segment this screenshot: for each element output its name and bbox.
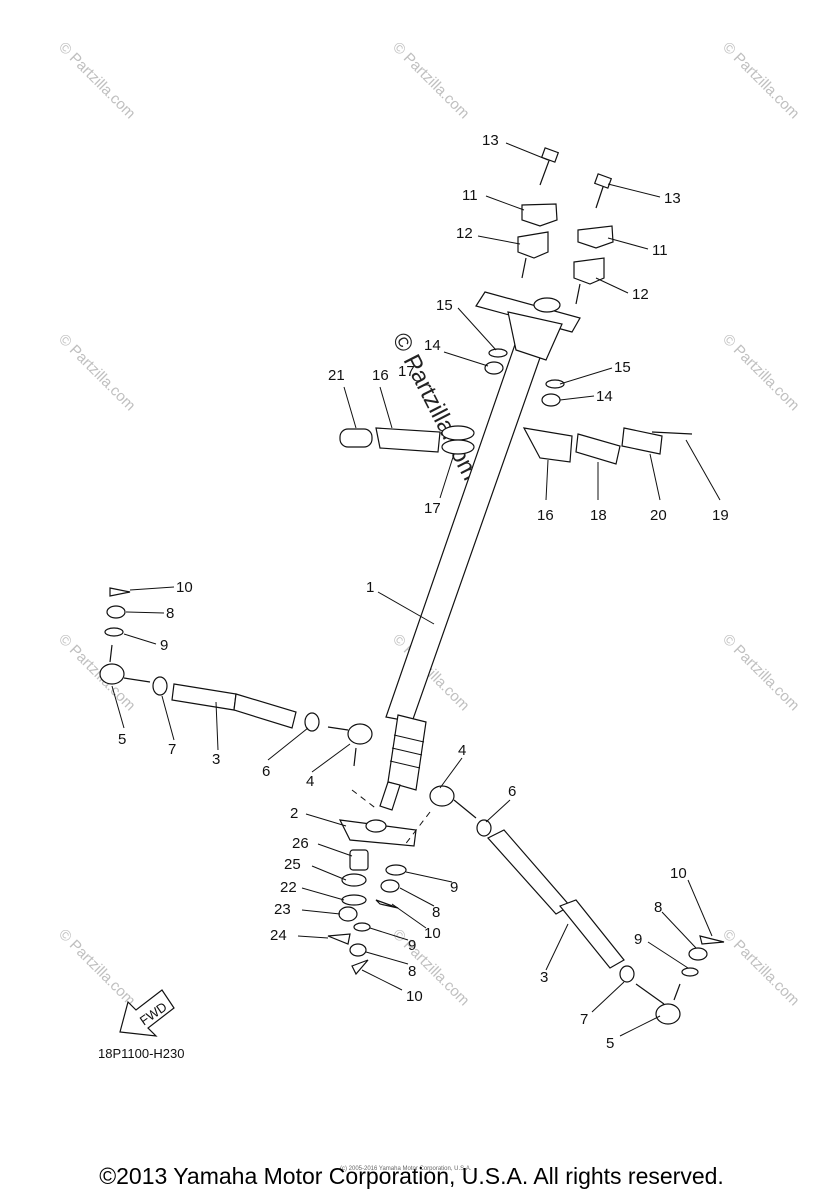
steering-column [379,291,581,811]
watermark: © Partzilla.com [55,39,138,122]
watermark-layer: © Partzilla.com © Partzilla.com © Partzi… [55,39,802,1009]
left-tie-rod [99,587,373,767]
leader-lines [111,142,721,1037]
callout-2: 2 [290,805,298,822]
callout-26: 26 [292,835,309,852]
callout-10: 10 [406,988,423,1005]
callout-11: 11 [462,187,478,204]
callout-10: 10 [670,865,687,882]
lower-linkage [327,789,431,976]
callout-5: 5 [606,1035,614,1052]
upper-holders [517,147,614,305]
callout-3: 3 [212,751,220,768]
callout-16: 16 [372,367,389,384]
small-copyright: (c) 2005-2016 Yamaha Motor Corporation, … [340,1166,472,1172]
callout-7: 7 [168,741,176,758]
callout-3: 3 [540,969,548,986]
watermark: © Partzilla.com [55,631,138,714]
callout-1: 1 [366,579,374,596]
callout-9: 9 [634,931,642,948]
side-brackets [339,348,693,465]
watermark: © Partzilla.com [719,331,802,414]
callout-11: 11 [652,242,668,259]
callout-6: 6 [508,783,516,800]
callout-22: 22 [280,879,297,896]
callout-10: 10 [176,579,193,596]
callout-17: 17 [398,363,415,380]
watermark: © Partzilla.com [55,926,138,1009]
callout-labels: 13 11 12 13 11 12 15 14 17 21 16 15 14 1… [118,132,729,1052]
callout-4: 4 [306,773,314,790]
callout-9: 9 [160,637,168,654]
callout-14: 14 [424,337,441,354]
callout-9: 9 [408,937,416,954]
callout-25: 25 [284,856,301,873]
callout-21: 21 [328,367,345,384]
callout-13: 13 [664,190,681,207]
callout-8: 8 [408,963,416,980]
callout-8: 8 [432,904,440,921]
callout-4: 4 [458,742,466,759]
callout-12: 12 [456,225,473,242]
diagram-code: 18P1100-H230 [98,1046,185,1061]
callout-12: 12 [632,286,649,303]
callout-8: 8 [654,899,662,916]
callout-16: 16 [537,507,554,524]
callout-6: 6 [262,763,270,780]
watermark: © Partzilla.com [719,39,802,122]
watermark: © Partzilla.com [389,39,472,122]
callout-9: 9 [450,879,458,896]
watermark: © Partzilla.com [719,926,802,1009]
watermark: © Partzilla.com [55,331,138,414]
callout-19: 19 [712,507,729,524]
callout-23: 23 [274,901,291,918]
callout-5: 5 [118,731,126,748]
callout-15: 15 [436,297,453,314]
right-tie-rod [429,785,725,1025]
callout-24: 24 [270,927,287,944]
callout-17: 17 [424,500,441,517]
callout-18: 18 [590,507,607,524]
copyright-footer: ©2013 Yamaha Motor Corporation, U.S.A. A… [99,1163,724,1189]
callout-14: 14 [596,388,613,405]
callout-13: 13 [482,132,499,149]
callout-20: 20 [650,507,667,524]
callout-10: 10 [424,925,441,942]
callout-7: 7 [580,1011,588,1028]
watermark: © Partzilla.com [719,631,802,714]
callout-8: 8 [166,605,174,622]
callout-15: 15 [614,359,631,376]
